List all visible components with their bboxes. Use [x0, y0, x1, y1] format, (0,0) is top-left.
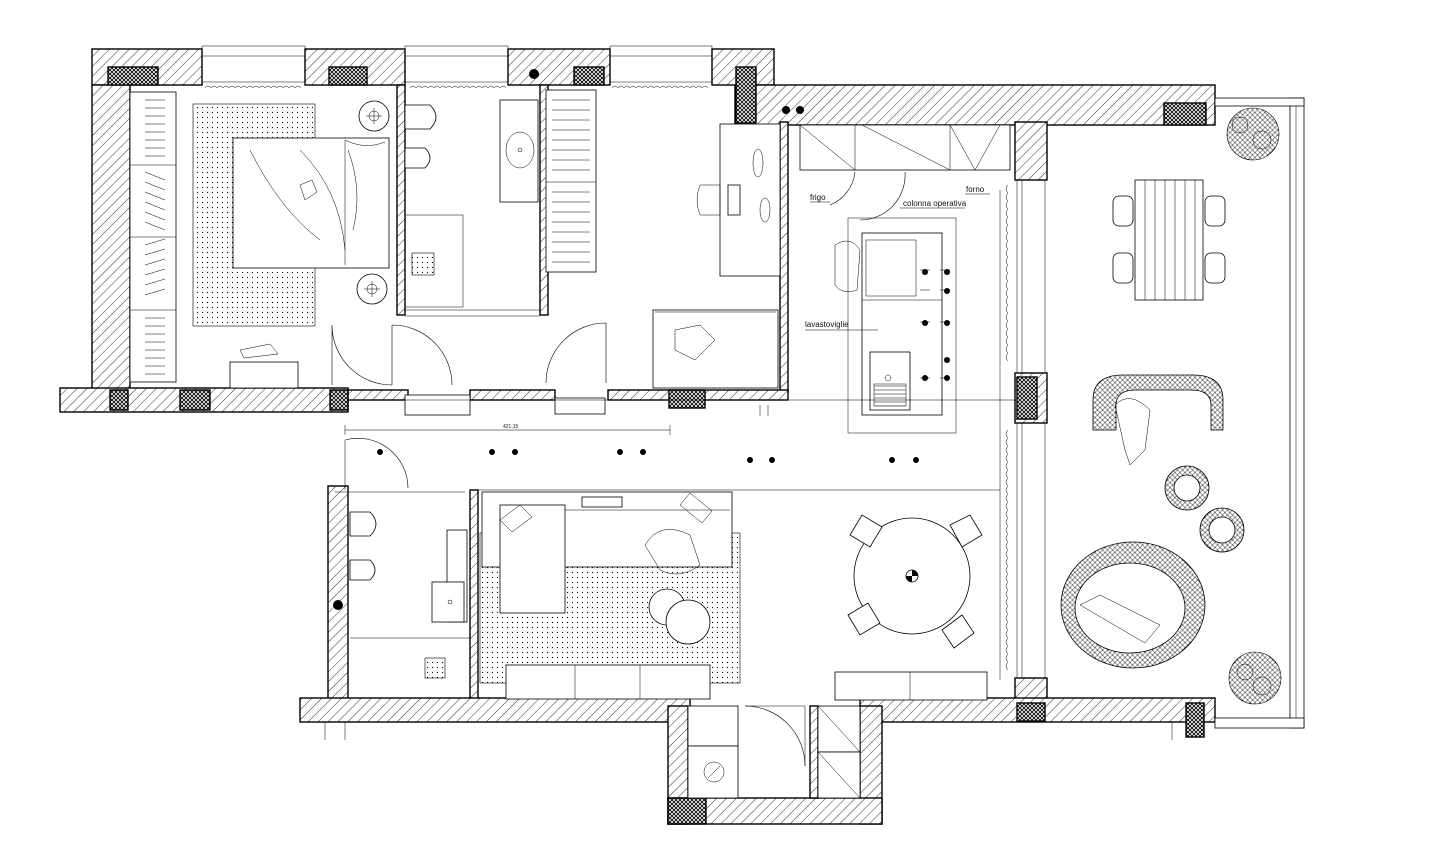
label-forno: forno	[966, 185, 985, 194]
label-colonna-operativa: colonna operativa	[903, 199, 967, 208]
plant-bottom	[1228, 651, 1282, 705]
spotlights	[377, 449, 919, 463]
living-room	[479, 491, 988, 701]
study	[545, 89, 781, 416]
bathroom-1	[391, 99, 540, 416]
corridor	[344, 399, 1015, 491]
terrace	[1060, 107, 1282, 705]
label-frigo: frigo	[810, 193, 826, 202]
dimension-label: 421,15	[503, 424, 519, 430]
windows	[201, 45, 1046, 680]
entry	[324, 69, 1173, 799]
columns	[107, 66, 1207, 825]
labels: frigo colonna operativa forno lavastovig…	[503, 185, 985, 430]
plant-top	[1226, 107, 1280, 161]
bathroom-2	[333, 491, 470, 679]
bedroom	[129, 91, 393, 389]
kitchen	[799, 124, 1011, 434]
label-lavastoviglie: lavastoviglie	[805, 320, 849, 329]
